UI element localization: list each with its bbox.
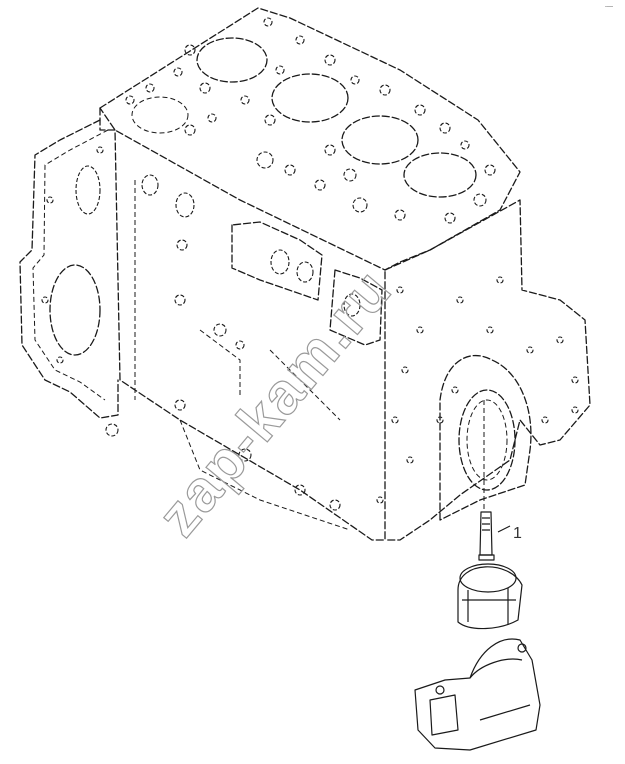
lower-rail <box>179 419 351 531</box>
block-front-face <box>99 107 386 541</box>
cylinder-bore-3 <box>341 115 419 165</box>
engine-block <box>19 7 591 541</box>
side-cutout-1 <box>231 221 323 301</box>
callout-label: 1 <box>513 525 522 542</box>
side-cutout-2 <box>329 269 383 346</box>
flange-inner <box>32 129 109 401</box>
bolt-part <box>478 400 495 561</box>
cylinder-bore-front <box>131 96 189 134</box>
block-top-deck <box>99 7 521 271</box>
callout-leader <box>497 525 511 533</box>
main-bearing-saddle <box>439 355 532 521</box>
flange-bore <box>49 264 101 356</box>
bearing-shell-part <box>457 563 523 630</box>
cylinder-bore-2 <box>271 73 349 123</box>
flange-port <box>75 165 101 215</box>
deck-holes <box>125 17 496 224</box>
cylinder-bore-1 <box>196 37 268 83</box>
bearing-cap-part <box>414 638 541 751</box>
front-face-details <box>41 146 341 511</box>
corner-mark: -— <box>605 4 613 10</box>
block-timing-flange <box>19 119 119 419</box>
block-right-face <box>384 199 591 541</box>
cylinder-bore-4 <box>403 152 477 198</box>
right-face-holes <box>376 276 579 504</box>
main-bearing-bore <box>458 389 516 491</box>
